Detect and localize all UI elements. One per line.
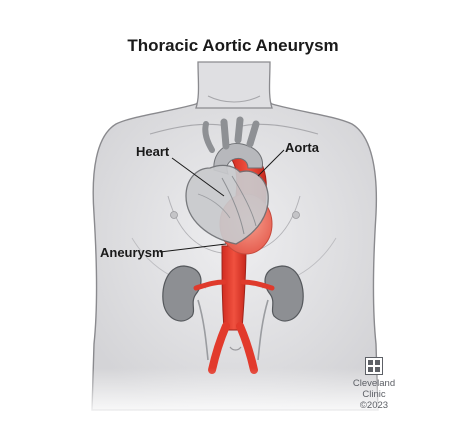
abdominal-aorta bbox=[221, 245, 247, 331]
credit-line-1: Cleveland bbox=[352, 378, 396, 389]
heart-shape bbox=[185, 164, 269, 245]
copyright-year: ©2023 bbox=[359, 400, 389, 411]
credit-line-2: Clinic bbox=[362, 389, 386, 400]
aneurysm-label: Aneurysm bbox=[100, 245, 164, 260]
neck bbox=[195, 61, 273, 109]
aneurysm-leader-line bbox=[159, 243, 227, 253]
diagram-title: Thoracic Aortic Aneurysm bbox=[127, 36, 339, 55]
cleveland-clinic-logo-icon bbox=[365, 357, 383, 375]
aorta-leader-line bbox=[257, 149, 285, 177]
aorta-label: Aorta bbox=[285, 140, 319, 155]
cleveland-clinic-credit: Cleveland Clinic ©2023 bbox=[346, 357, 402, 411]
navel bbox=[229, 346, 242, 351]
heart-label: Heart bbox=[136, 144, 170, 159]
heart-leader-line bbox=[171, 157, 225, 197]
